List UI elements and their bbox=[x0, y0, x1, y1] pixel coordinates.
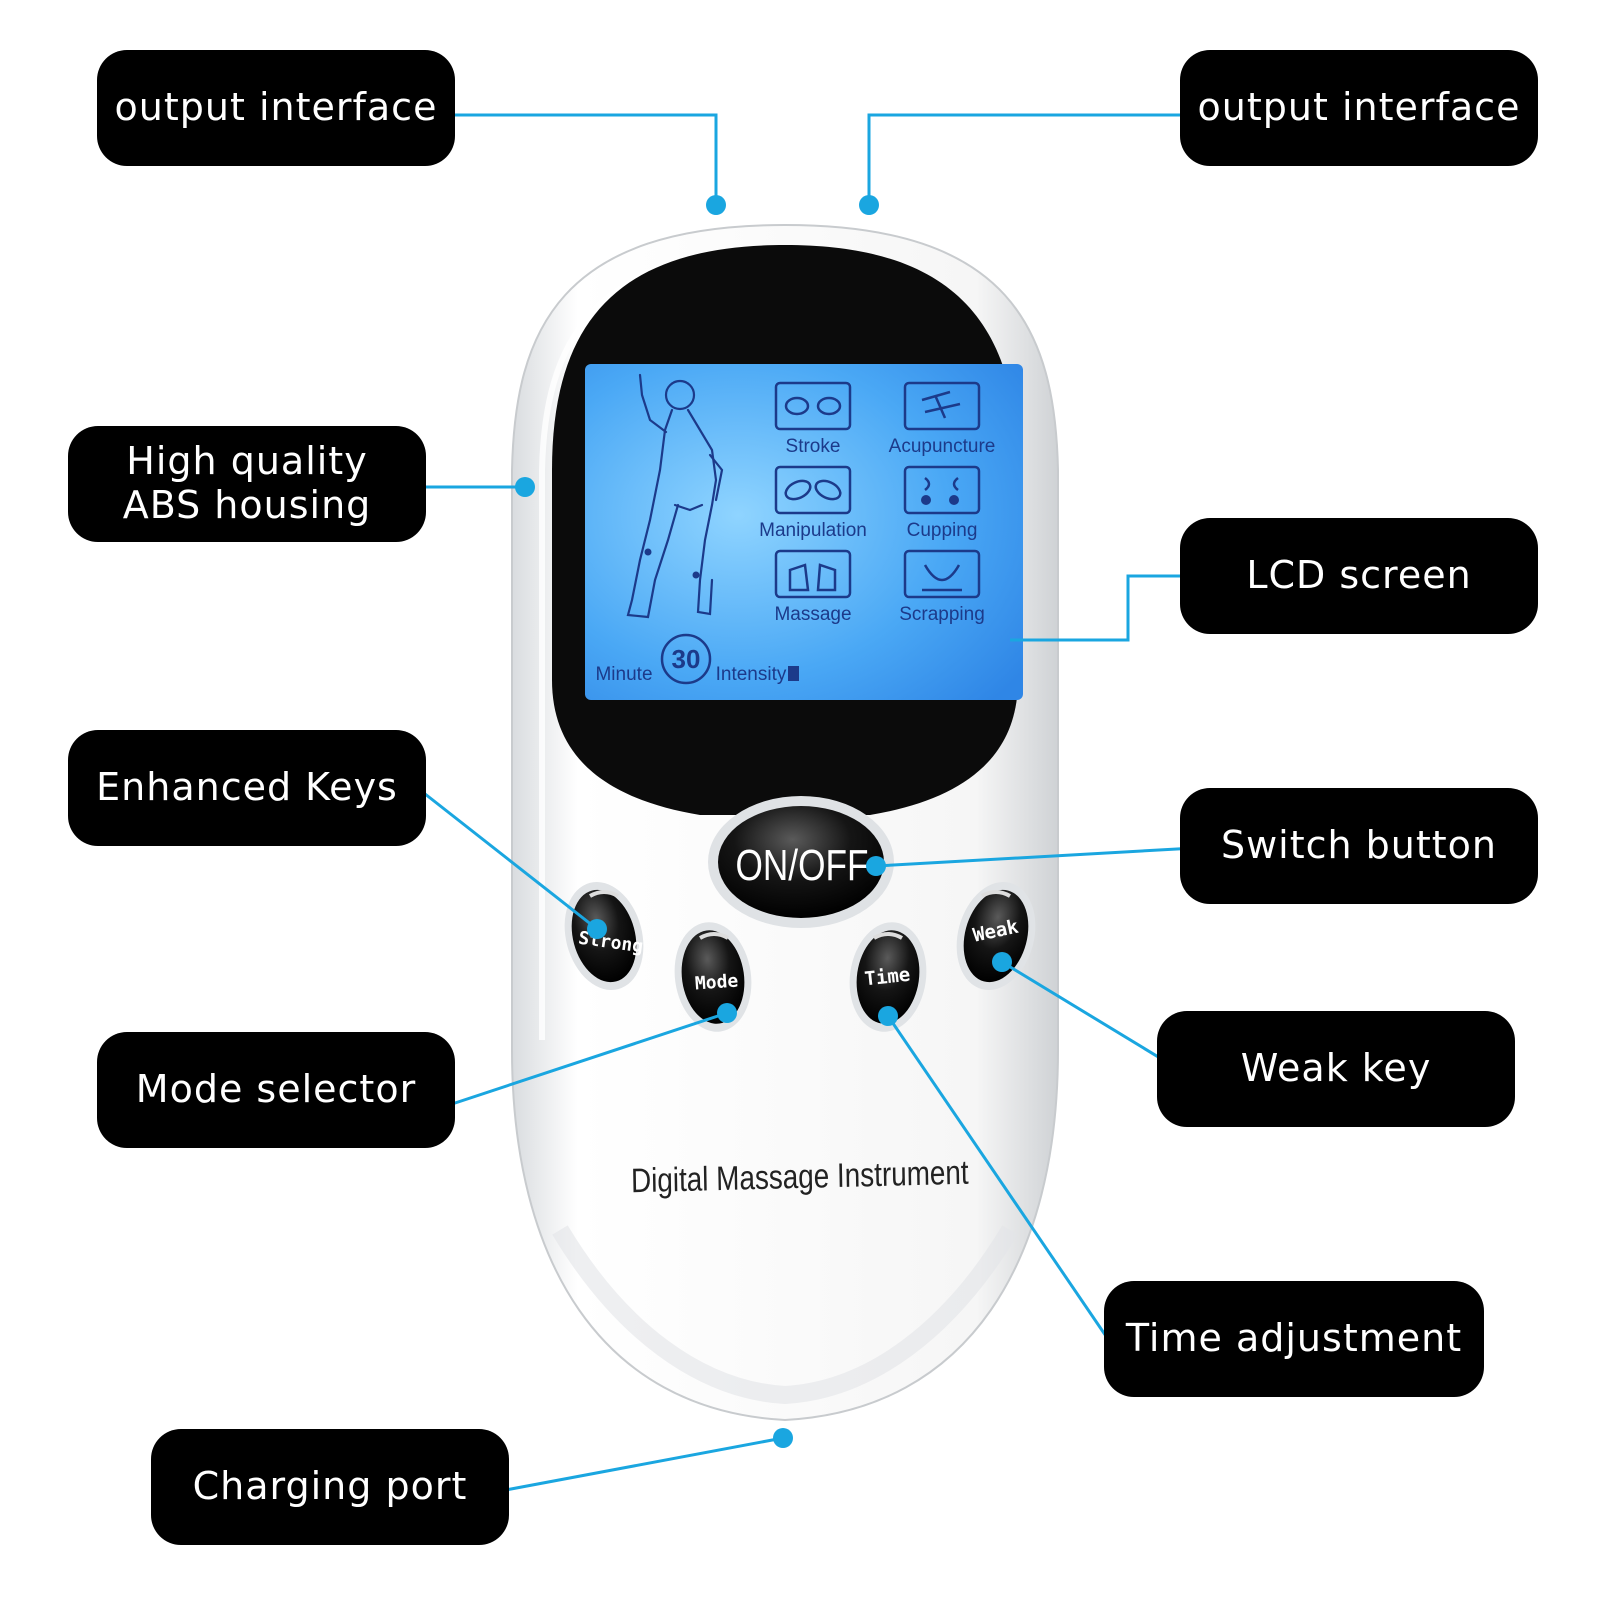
human-figure-icon bbox=[626, 373, 724, 619]
callout-lcd-screen: LCD screen bbox=[1180, 518, 1538, 634]
minute-dial bbox=[660, 633, 712, 685]
power-button-shape[interactable] bbox=[708, 796, 894, 928]
minute-label: Minute bbox=[595, 664, 652, 685]
mode-label-stroke: Stroke bbox=[786, 436, 841, 457]
callout-output-interface-right: output interface bbox=[1180, 50, 1538, 166]
power-button-label: ON/OFF bbox=[736, 841, 869, 890]
callout-enhanced-keys: Enhanced Keys bbox=[68, 730, 426, 846]
callout-mode-selector: Mode selector bbox=[97, 1032, 455, 1148]
time-key-label: Time bbox=[863, 964, 911, 991]
callout-charging-port: Charging port bbox=[151, 1429, 509, 1545]
lcd-mode-icons bbox=[774, 381, 981, 599]
callout-switch-button: Switch button bbox=[1180, 788, 1538, 904]
time-key-shape[interactable] bbox=[843, 917, 934, 1037]
mode-label-massage: Massage bbox=[774, 604, 851, 625]
mode-label-cupping: Cupping bbox=[907, 520, 978, 541]
callout-abs-housing: High quality ABS housing bbox=[68, 426, 426, 542]
callout-time-adjustment: Time adjustment bbox=[1104, 1281, 1484, 1397]
mode-label-scrapping: Scrapping bbox=[899, 604, 985, 625]
minute-value: 30 bbox=[672, 644, 701, 674]
mode-key-label: Mode bbox=[694, 971, 739, 995]
intensity-indicator bbox=[788, 666, 799, 681]
mode-label-acupuncture: Acupuncture bbox=[889, 436, 996, 457]
callout-weak-key: Weak key bbox=[1157, 1011, 1515, 1127]
intensity-label: Intensity bbox=[716, 664, 787, 685]
mode-label-manipulation: Manipulation bbox=[759, 520, 867, 541]
callout-output-interface-left: output interface bbox=[97, 50, 455, 166]
lcd-screen bbox=[585, 364, 1023, 700]
